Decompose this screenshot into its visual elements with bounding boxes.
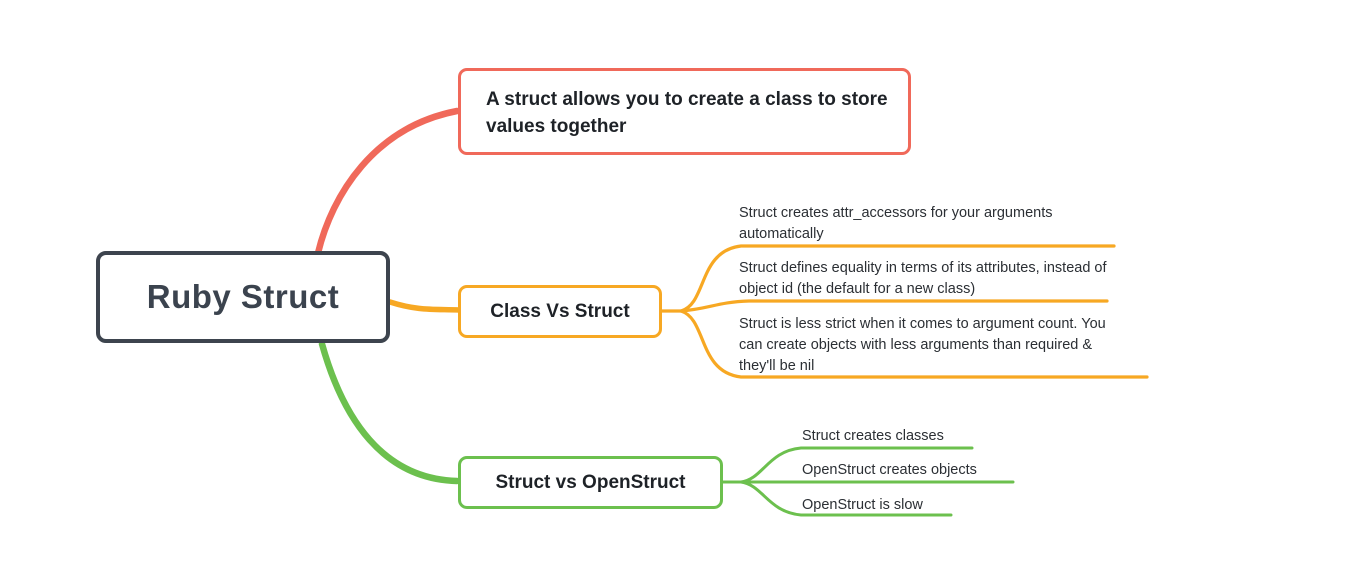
leaf-struct-creates-classes[interactable]: Struct creates classes xyxy=(802,428,944,444)
child-line-struct-classes xyxy=(721,446,974,484)
node-struct-vs-openstruct-label: Struct vs OpenStruct xyxy=(495,471,686,493)
branch-curve-definition xyxy=(314,107,461,257)
root-node-label: Ruby Struct xyxy=(146,278,340,315)
leaf-openstruct-creates-objects[interactable]: OpenStruct creates objects xyxy=(802,462,977,478)
leaf-equality[interactable]: Struct defines equality in terms of its … xyxy=(739,260,1107,297)
node-struct-definition-label: A struct allows you to create a class to… xyxy=(486,88,888,137)
root-node-ruby-struct[interactable]: Ruby Struct xyxy=(96,251,390,343)
node-class-vs-struct-label: Class Vs Struct xyxy=(490,300,630,322)
child-line-attr-accessors xyxy=(660,244,1116,313)
node-class-vs-struct[interactable]: Class Vs Struct xyxy=(458,285,662,338)
child-line-openstruct-slow xyxy=(739,480,953,517)
branch-curve-class-vs-struct xyxy=(387,299,462,313)
leaf-less-strict[interactable]: Struct is less strict when it comes to a… xyxy=(739,316,1106,374)
node-struct-vs-openstruct[interactable]: Struct vs OpenStruct xyxy=(458,456,723,509)
leaf-openstruct-is-slow[interactable]: OpenStruct is slow xyxy=(802,497,923,513)
branch-curve-struct-vs-openstruct xyxy=(318,340,461,485)
child-line-less-strict xyxy=(679,309,1149,379)
leaf-attr-accessors[interactable]: Struct creates attr_accessors for your a… xyxy=(739,205,1053,242)
node-struct-definition[interactable]: A struct allows you to create a class to… xyxy=(458,68,911,155)
child-line-equality xyxy=(679,299,1109,313)
